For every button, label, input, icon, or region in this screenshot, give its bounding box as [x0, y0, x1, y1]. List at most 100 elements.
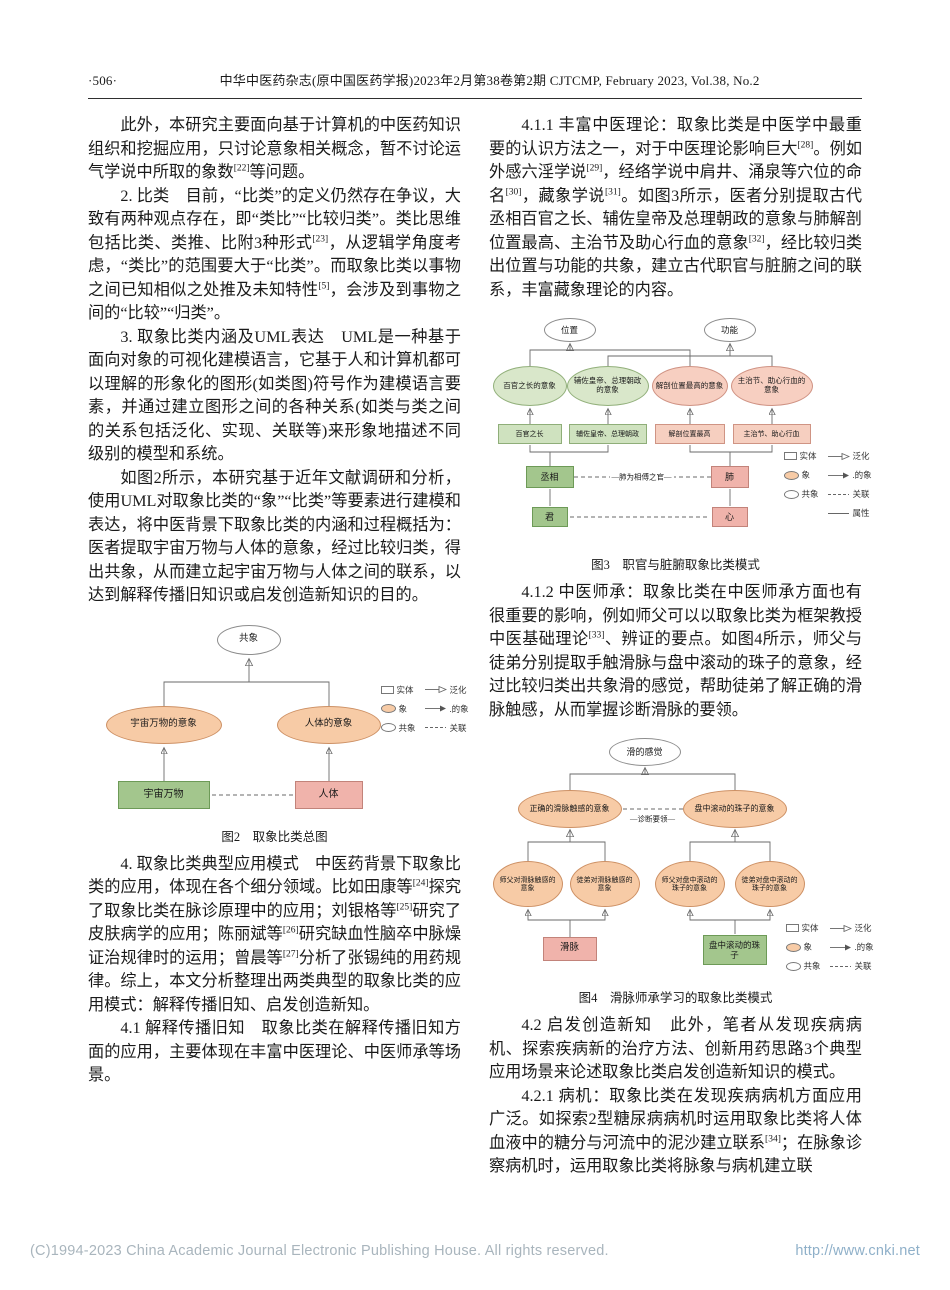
legend-shapes: 实体 象 共象 [785, 922, 821, 972]
uml-image-node: 人体的意象 [276, 705, 381, 744]
uml-attribute-node: 辅佐皇帝、总理朝政 [568, 424, 647, 444]
legend-label: 关联 [852, 489, 870, 499]
paragraph: 如图2所示，本研究基于近年文献调研和分析，使用UML对取象比类的“象”“比类”等… [88, 468, 461, 605]
figure-2-caption: 图2 取象比类总图 [221, 829, 328, 844]
common-image-shape-icon [785, 961, 801, 971]
generalization-arrow-icon [829, 924, 852, 932]
legend-label: 共象 [801, 489, 819, 499]
section-paragraph-application: 4. 取象比类典型应用模式 中医药背景下取象比类的应用，体现在各个细分领域。比如… [88, 854, 462, 1014]
figure-4-caption: 图4 滑脉师承学习的取象比类模式 [578, 991, 773, 1005]
legend-label: 实体 [799, 451, 817, 461]
uml-entity-node: 肺 [710, 466, 749, 488]
common-image-shape-icon [783, 489, 799, 499]
section-paragraph-41: 4.1 解释传播旧知 取象比类在解释传播旧知方面的应用，主要体现在丰富中医理论、… [88, 1019, 461, 1084]
uml-image-node: 师父对滑脉触感的意象 [492, 861, 563, 907]
section-paragraph-42: 4.2 启发创造新知 此外，笔者从发现疾病病机、探索疾病新的治疗方法、创新用药思… [489, 1016, 862, 1081]
figure-3-caption: 图3 职官与脏腑取象比类模式 [591, 558, 760, 572]
figure-2-diagram: 共象 宇宙万物的意象 人体的意象 宇宙万物 人体 实体 象 共象 泛化 .的象 [89, 620, 469, 818]
copyright-notice: (C)1994-2023 China Academic Journal Elec… [30, 1243, 609, 1259]
section-paragraph-421: 4.2.1 病机：取象比类在发现疾病病机方面应用广泛。如探索2型糖尿病病机时运用… [489, 1086, 863, 1176]
generalization-arrow-icon [424, 685, 447, 694]
image-shape-icon [380, 704, 396, 713]
uml-common-image-node: 功能 [703, 318, 756, 342]
paragraph: 此外，本研究主要面向基于计算机的中医药知识组织和挖掘应用，只讨论意象相关概念，暂… [88, 116, 461, 181]
figure-2-connectors [89, 620, 461, 795]
uml-image-node: 辅佐皇帝、总理朝政的意象 [566, 366, 649, 406]
association-label: —诊断要领— [628, 813, 677, 825]
section-paragraph-411: 4.1.1 丰富中医理论：取象比类是中医学中最重要的认识方法之一，对于中医理论影… [489, 116, 863, 299]
uml-entity-node: 君 [531, 507, 568, 527]
dashed-line-icon [827, 493, 849, 495]
legend-image: 象 [380, 703, 416, 715]
right-column: 4.1.1 丰富中医理论：取象比类是中医学中最重要的认识方法之一，对于中医理论影… [489, 114, 874, 1179]
legend-generalization: 泛化 [829, 922, 874, 934]
association-label: —肺为相傅之官— [609, 471, 674, 483]
legend-image: 象 [785, 941, 821, 953]
legend-label: .的象 [854, 942, 874, 952]
legend-label: 关联 [854, 961, 872, 971]
uml-entity-node: 宇宙万物 [117, 780, 210, 809]
journal-title-line: 中华中医药杂志(原中国医药学报)2023年2月第38卷第2期 CJTCMP, F… [219, 73, 760, 88]
uml-entity-node: 滑脉 [542, 937, 597, 961]
legend-arrows: 泛化 .的象 关联 [424, 684, 469, 734]
solid-arrow-icon [424, 705, 446, 712]
legend-image: 象 [783, 469, 819, 481]
legend-shapes: 实体 象 共象 [783, 450, 819, 519]
figure-3-legend: 实体 象 共象 泛化 .的象 关联 属性 [783, 450, 872, 519]
dashed-line-icon [424, 727, 446, 728]
uml-image-node: 解剖位置最高的意象 [651, 366, 728, 406]
solid-arrow-icon [827, 472, 849, 478]
figure-2-legend: 实体 象 共象 泛化 .的象 关联 [380, 684, 469, 734]
legend-label: .的象 [449, 703, 469, 714]
entity-shape-icon [380, 685, 394, 694]
legend-label: 泛化 [852, 451, 870, 461]
entity-shape-icon [783, 452, 797, 460]
article-body: 此外，本研究主要面向基于计算机的中医药知识组织和挖掘应用，只讨论意象相关概念，暂… [88, 114, 874, 1179]
legend-label: 泛化 [854, 923, 872, 933]
legend-common: 共象 [783, 488, 819, 500]
legend-common: 共象 [785, 960, 821, 972]
figure-4-legend: 实体 象 共象 泛化 .的象 关联 [785, 922, 874, 972]
legend-generalization: 泛化 [424, 684, 469, 696]
section-paragraph-412: 4.1.2 中医师承：取象比类在中医师承方面也有很重要的影响，例如师父可以以取象… [489, 583, 863, 719]
legend-arrows: 泛化 .的象 关联 [829, 922, 874, 972]
page-number: ·506· [88, 73, 118, 88]
figure-4: 滑的感觉 正确的滑脉触感的意象 盘中滚动的珠子的意象 —诊断要领— 师父对滑脉触… [489, 734, 874, 1006]
uml-common-image-node: 滑的感觉 [608, 738, 681, 766]
section-paragraph-uml: 3. 取象比类内涵及UML表达 UML是一种基于面向对象的可视化建模语言，它基于… [88, 327, 461, 464]
cnki-link[interactable]: http://www.cnki.net [795, 1243, 920, 1259]
left-column: 此外，本研究主要面向基于计算机的中医药知识组织和挖掘应用，只讨论意象相关概念，暂… [88, 114, 469, 1179]
page-header: ·506· 中华中医药杂志(原中国医药学报)2023年2月第38卷第2期 CJT… [88, 70, 862, 99]
legend-shapes: 实体 象 共象 [380, 684, 416, 734]
figure-4-connectors [490, 734, 862, 937]
uml-attribute-node: 解剖位置最高 [654, 424, 725, 444]
uml-image-node: 主治节、助心行血的意象 [730, 366, 813, 406]
legend-of-image: .的象 [424, 703, 469, 715]
figure-3: 位置 功能 百官之长的意象 辅佐皇帝、总理朝政的意象 解剖位置最高的意象 主治节… [489, 314, 872, 573]
legend-label: 实体 [801, 923, 819, 933]
legend-label: 象 [801, 470, 811, 480]
legend-label: 关联 [449, 722, 467, 733]
legend-entity: 实体 [380, 684, 416, 696]
figure-3-diagram: 位置 功能 百官之长的意象 辅佐皇帝、总理朝政的意象 解剖位置最高的意象 主治节… [490, 314, 872, 546]
uml-image-node: 徒弟对滑脉触感的意象 [569, 861, 640, 907]
page-footer: (C)1994-2023 China Academic Journal Elec… [30, 1243, 920, 1259]
legend-label: 象 [398, 703, 408, 714]
legend-generalization: 泛化 [827, 450, 872, 462]
uml-image-node: 正确的滑脉触感的意象 [517, 790, 622, 828]
uml-image-node: 百官之长的意象 [492, 366, 567, 406]
legend-of-image: .的象 [829, 941, 874, 953]
uml-entity-node: 人体 [294, 780, 363, 809]
legend-attribute: 属性 [827, 507, 872, 519]
legend-label: 象 [803, 942, 813, 952]
legend-association: 关联 [829, 960, 874, 972]
legend-of-image: .的象 [827, 469, 872, 481]
uml-entity-node: 丞相 [525, 466, 574, 488]
legend-association: 关联 [424, 722, 469, 734]
uml-attribute-node: 百官之长 [497, 424, 562, 444]
uml-common-image-node: 共象 [216, 624, 281, 655]
uml-entity-node: 盘中滚动的珠子 [702, 935, 767, 965]
legend-association: 关联 [827, 488, 872, 500]
legend-label: 属性 [852, 508, 870, 518]
